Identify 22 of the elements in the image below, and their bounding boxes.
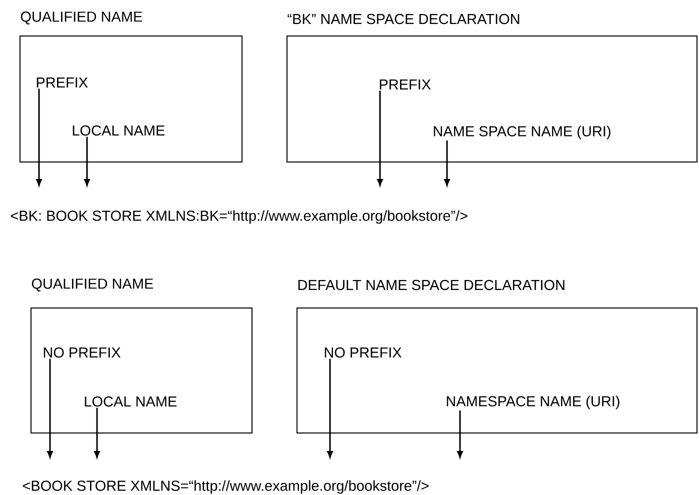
arrow — [47, 358, 53, 458]
arrow — [444, 140, 450, 186]
arrow — [36, 88, 42, 186]
node-label: PREFIX — [36, 78, 88, 88]
node-label: “BK” NAME SPACE DECLARATION — [288, 14, 520, 24]
code-line: <BOOK STORE XMLNS=“http://www.example.org/bookstore”/> — [22, 480, 429, 494]
arrow — [94, 408, 100, 458]
arrow — [84, 136, 90, 186]
node-label: NAME SPACE NAME (URI) — [434, 126, 610, 140]
node-label: NAMESPACE NAME (URI) — [446, 396, 620, 410]
node-label: QUALIFIED NAME — [32, 278, 154, 292]
arrow — [377, 90, 383, 186]
arrow — [327, 358, 333, 458]
node-label: QUALIFIED NAME — [20, 12, 142, 24]
node-label: DEFAULT NAME SPACE DECLARATION — [298, 280, 564, 290]
node-label: NO PREFIX — [44, 347, 121, 358]
node-label: PREFIX — [380, 80, 431, 90]
node-label: LOCAL NAME — [72, 125, 165, 136]
node-label: LOCAL NAME — [84, 396, 177, 407]
code-line: <BK: BOOK STORE XMLNS:BK=“http://www.example.org/bookstore”/> — [10, 210, 468, 224]
node-label: NO PREFIX — [324, 347, 402, 358]
arrow — [457, 410, 463, 458]
